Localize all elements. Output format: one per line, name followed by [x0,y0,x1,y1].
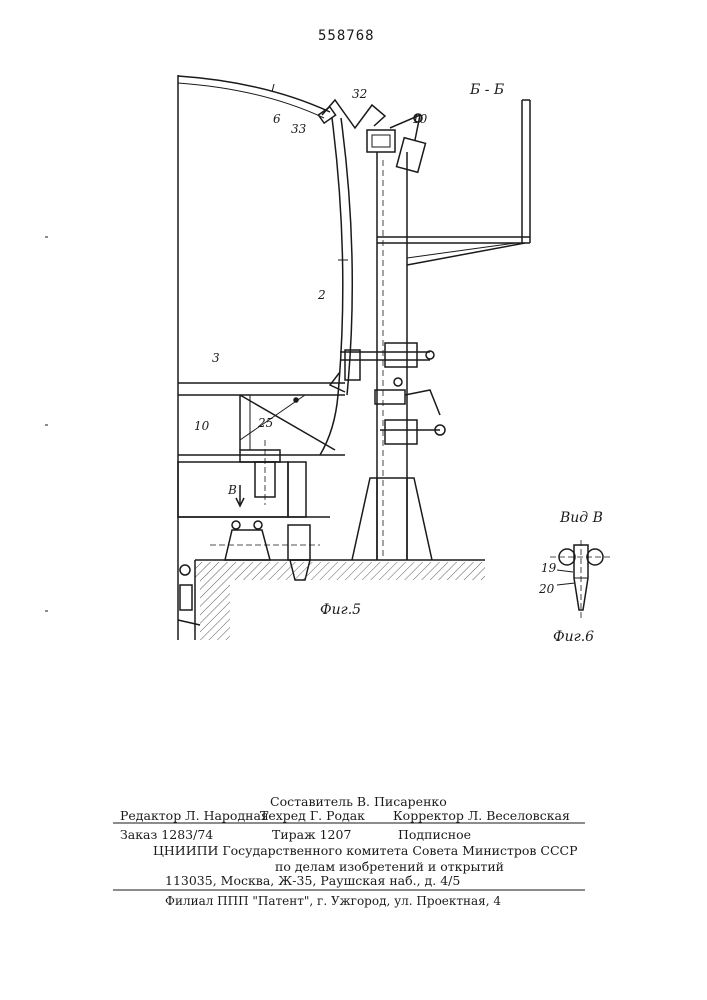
curved-frame-2 [332,118,343,395]
imprint-subscription: Подписное [398,827,471,842]
imprint-techeditor: Техред Г. Родак [260,808,365,823]
fig5-drawing [45,75,530,640]
rail-support [288,525,310,560]
lower-cylinder [385,420,417,444]
callout-19: 19 [541,561,557,575]
column-base [352,478,432,560]
fig6-caption: Фиг.6 [553,629,594,645]
callout-10: 10 [194,419,210,433]
imprint-circulation: Тираж 1207 [272,827,351,842]
callout-2: 2 [317,288,326,302]
fig6-drawing [550,540,612,620]
fig6-view-label: Вид В [559,510,603,526]
callout-6: 6 [273,112,281,126]
mid-cylinder [385,343,417,367]
imprint-org-line2: по делам изобретений и открытий [275,859,504,874]
callout-3: 3 [212,351,220,365]
imprint-order: Заказ 1283/74 [120,827,213,842]
wheel-25 [240,450,280,462]
imprint-address: 113035, Москва, Ж-35, Раушская наб., д. … [165,873,460,888]
upper-box [367,130,395,152]
imprint-compiler: Составитель В. Писаренко [270,794,447,809]
view-arrow-label: В [227,483,237,497]
imprint-editor: Редактор Л. Народная [120,808,269,823]
section-label: Б - Б [469,82,504,98]
callout-25: 25 [257,416,273,430]
imprint-branch: Филиал ППП "Патент", г. Ужгород, ул. Про… [165,894,501,908]
imprint-corrector: Корректор Л. Веселовская [393,808,570,823]
callout-33: 33 [291,122,307,136]
callout-20: 20 [538,582,555,596]
ground-hatch [195,562,485,580]
upper-cylinder [396,138,425,173]
fig5-caption: Фиг.5 [320,602,361,618]
imprint-org-line1: ЦНИИПИ Государственного комитета Совета … [153,843,578,858]
joint-32-33 [322,100,385,128]
callout-32: 32 [352,87,367,101]
callout-10-top: 10 [412,112,428,126]
